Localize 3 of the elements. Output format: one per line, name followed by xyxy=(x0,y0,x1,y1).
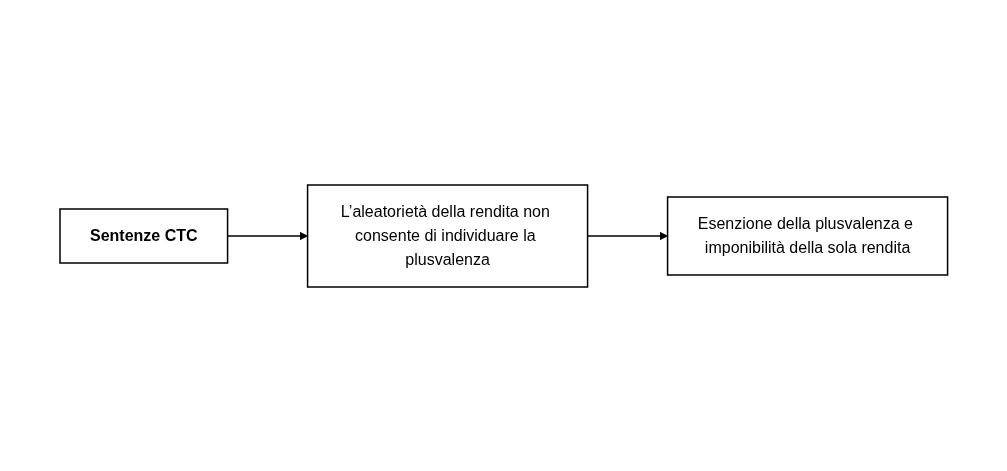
node-box: Sentenze CTC xyxy=(58,207,229,264)
node-box: L’aleatorietà della rendita non consente di individuare la plusvalenza xyxy=(306,183,589,288)
node-box: Esenzione della plusvalenza e imponibilità della sola rendita xyxy=(666,195,949,276)
